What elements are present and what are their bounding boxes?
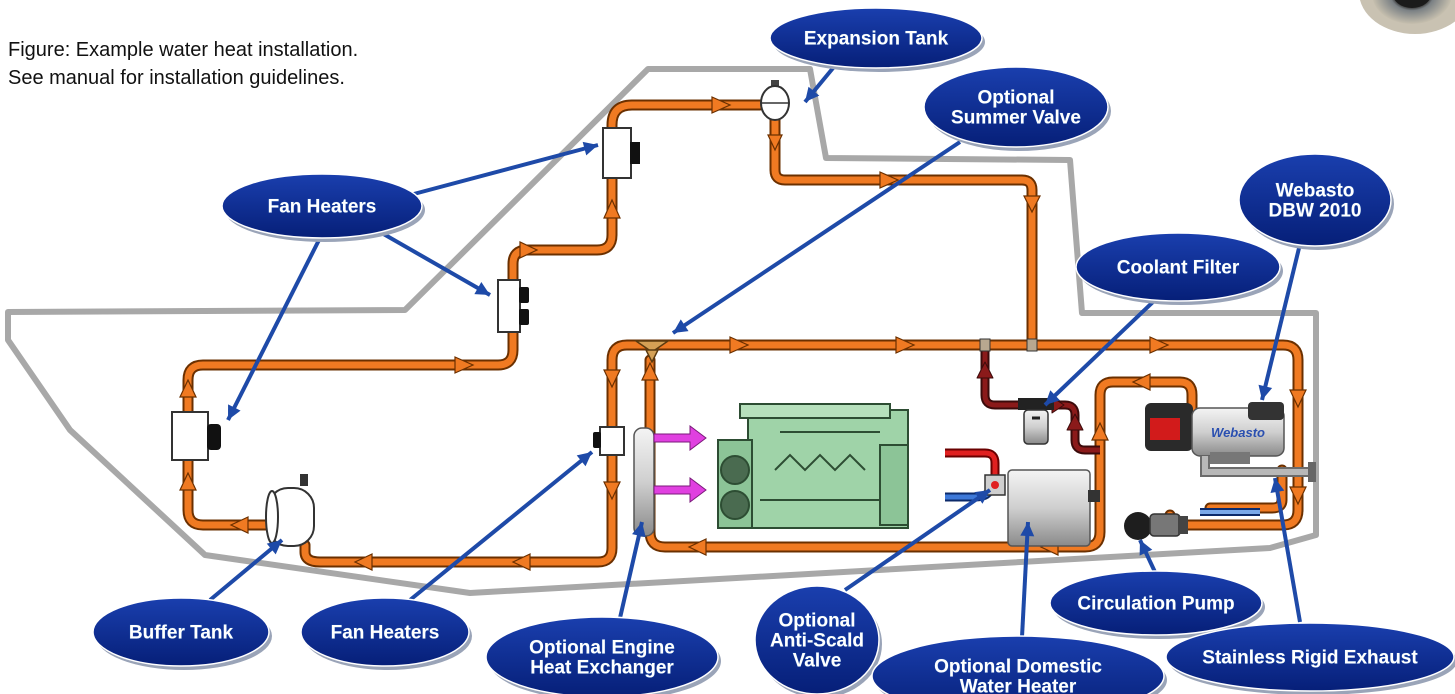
filter-loop (976, 345, 1100, 455)
fan-heater-top (602, 127, 640, 179)
engine (717, 403, 909, 529)
callout-text-rigid-exhaust: Stainless Rigid Exhaust (1202, 648, 1418, 669)
callout-text-engine-hx: Heat Exchanger (530, 658, 674, 679)
figure-caption: Figure: Example water heat installation.… (8, 36, 358, 92)
callout-bubble (923, 66, 1109, 148)
callout-circulation-pump: Circulation Pump (1049, 570, 1265, 639)
callout-expansion-tank: Expansion Tank (769, 7, 985, 72)
callout-bubble (1165, 622, 1455, 692)
hull-outline (5, 66, 1319, 596)
callout-text-webasto: Webasto (1276, 181, 1355, 202)
coolant-filter (1018, 398, 1054, 445)
callout-bubble (221, 173, 423, 239)
webasto-brand-text: Webasto (1211, 425, 1265, 440)
callout-text-coolant-filter: Coolant Filter (1117, 258, 1240, 279)
coolant-pipe-network (182, 99, 1304, 568)
callout-bubble (769, 7, 983, 69)
callout-text-summer-valve: Optional (977, 88, 1054, 109)
leader-arrowhead-fan-heaters-top-2 (474, 281, 490, 295)
leader-arrowhead-rigid-exhaust-1 (1270, 478, 1285, 493)
leader-fan-heaters-bottom-1 (408, 450, 594, 602)
summer-valve (633, 340, 671, 364)
leader-summer-valve-1 (671, 140, 962, 335)
leader-arrowhead-fan-heaters-bottom-1 (576, 452, 592, 467)
callout-text-expansion-tank: Expansion Tank (804, 29, 949, 50)
callout-text-anti-scald: Anti-Scald (770, 631, 864, 652)
callout-buffer-tank: Buffer Tank (92, 597, 272, 670)
leader-arrowhead-engine-hx-1 (632, 522, 646, 538)
callout-bubble (485, 616, 719, 694)
leader-arrowhead-webasto-1 (1258, 384, 1273, 400)
fan-heater-middle (497, 279, 529, 333)
leader-engine-hx-1 (618, 521, 644, 619)
leader-lines (208, 60, 1302, 638)
expansion-tank (760, 80, 790, 121)
leader-arrowhead-buffer-tank-1 (266, 540, 282, 555)
engine-heat-exchanger (633, 425, 707, 537)
callout-text-summer-valve: Summer Valve (951, 108, 1081, 129)
leader-domestic-heater-1 (1020, 521, 1030, 638)
caption-line-1: Figure: Example water heat installation. (8, 39, 359, 61)
callout-text-circulation-pump: Circulation Pump (1077, 594, 1234, 615)
leader-fan-heaters-top-3 (226, 237, 322, 421)
callout-rigid-exhaust: Stainless Rigid Exhaust (1165, 622, 1455, 694)
callout-bubble (754, 585, 880, 694)
leader-webasto-1 (1260, 243, 1302, 401)
callout-text-buffer-tank: Buffer Tank (129, 623, 234, 644)
leader-arrowhead-coolant-filter-1 (1045, 390, 1060, 405)
leader-rigid-exhaust-1 (1273, 477, 1302, 623)
leader-coolant-filter-1 (1043, 298, 1157, 407)
leader-fan-heaters-top-1 (409, 143, 599, 197)
callout-bubble (1075, 232, 1281, 302)
buffer-tank (265, 474, 315, 547)
callout-fan-heaters-bottom: Fan Heaters (300, 597, 472, 670)
circulation-pump (1124, 512, 1188, 540)
callout-text-domestic-heater: Water Heater (960, 677, 1077, 694)
leader-anti-scald-1 (843, 488, 992, 592)
callout-text-fan-heaters-bottom: Fan Heaters (331, 623, 440, 644)
callout-text-webasto: DBW 2010 (1269, 201, 1362, 222)
callout-bubble (871, 635, 1165, 694)
callout-text-anti-scald: Optional (778, 611, 855, 632)
callout-text-anti-scald: Valve (793, 651, 842, 672)
leader-arrowhead-summer-valve-1 (673, 319, 689, 333)
callout-coolant-filter: Coolant Filter (1075, 232, 1283, 305)
leader-arrowhead-circulation-pump-1 (1139, 540, 1153, 556)
leader-arrowhead-domestic-heater-1 (1020, 522, 1035, 537)
leader-arrowhead-fan-heaters-top-1 (582, 141, 598, 156)
filter-tee (979, 338, 991, 352)
callout-fan-heaters-top: Fan Heaters (221, 173, 425, 242)
leader-arrowhead-expansion-tank-1 (805, 86, 820, 102)
rigid-exhaust (1200, 456, 1316, 482)
callout-text-domestic-heater: Optional Domestic (934, 657, 1102, 678)
leader-buffer-tank-1 (208, 538, 284, 602)
fan-heater-engine (593, 426, 625, 456)
caption-line-2: See manual for installation guidelines. (8, 67, 345, 89)
leader-arrowhead-fan-heaters-top-3 (228, 404, 241, 420)
callout-bubble (1049, 570, 1263, 636)
flow-arrows (179, 96, 1307, 571)
leader-fan-heaters-top-2 (379, 230, 491, 297)
leader-arrowhead-anti-scald-1 (974, 490, 990, 504)
callout-text-fan-heaters-top: Fan Heaters (268, 197, 377, 218)
callout-text-engine-hx: Optional Engine (529, 638, 675, 659)
callout-bubble (92, 597, 270, 667)
main-tee (1026, 338, 1038, 352)
fan-heater-left (171, 411, 221, 461)
webasto-heater: Webasto (1145, 402, 1285, 464)
callout-bubble (300, 597, 470, 667)
duct-part-icon (1360, 0, 1455, 34)
callout-bubble (1238, 153, 1392, 247)
